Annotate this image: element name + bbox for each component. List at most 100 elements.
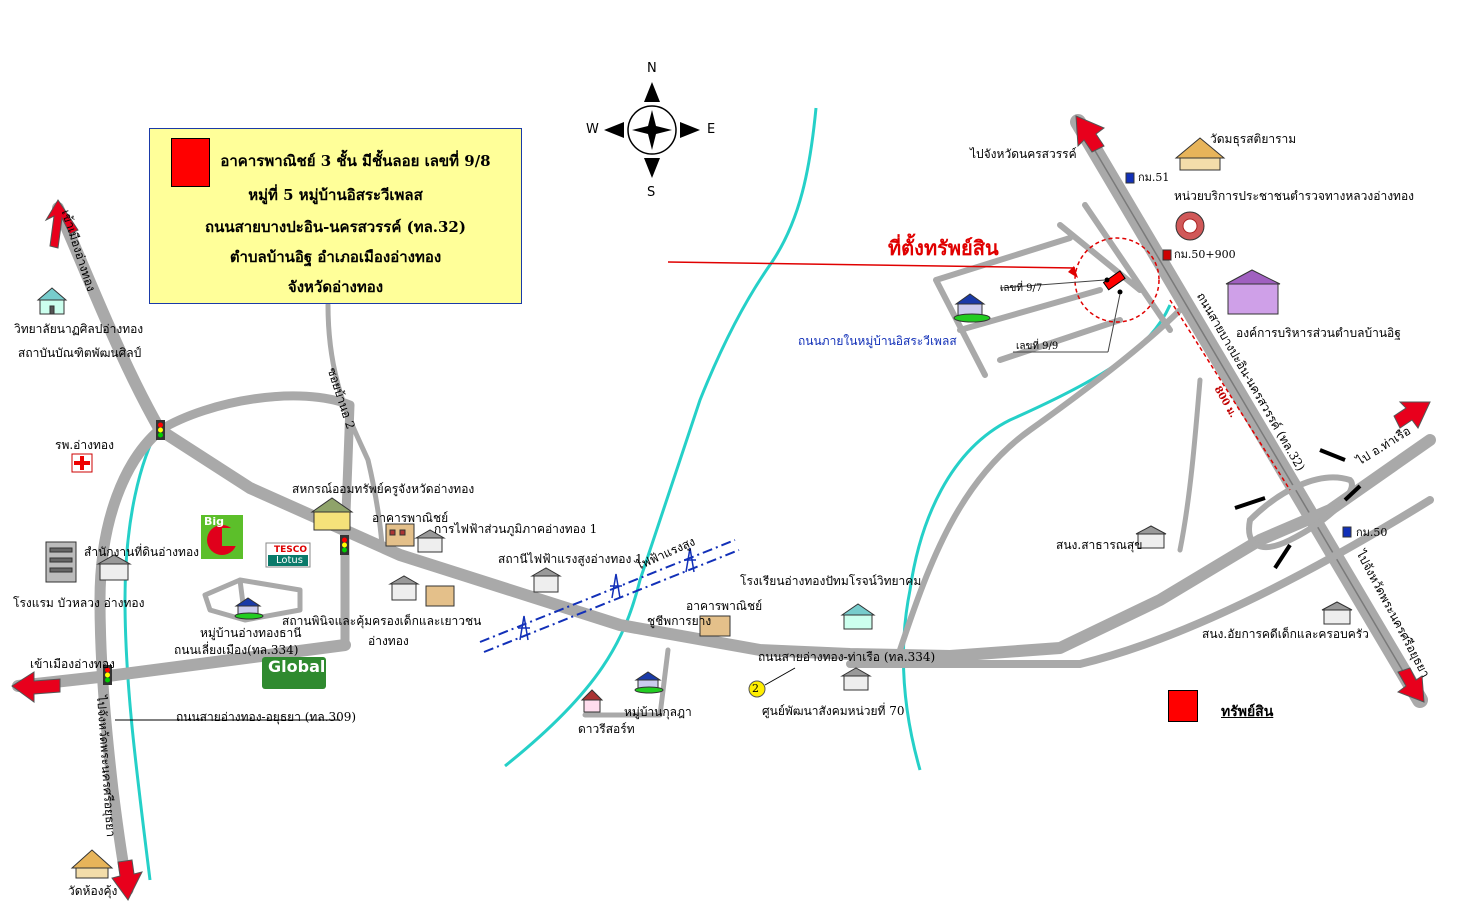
traffic-light-icon (103, 420, 349, 685)
info-line-5: จังหวัดอ่างทอง (287, 278, 384, 296)
pointer-line (667, 261, 1076, 269)
lotus-text: Lotus (276, 555, 303, 566)
hospital-icon (71, 453, 93, 473)
village3-house-icon (634, 671, 664, 694)
global-house-logo (262, 657, 326, 689)
label-chipkan: ชูชีพการยาง (647, 614, 712, 628)
road-334 (102, 424, 1436, 682)
label-college: วิทยาลัยนาฏศิลปอ่างทอง (14, 322, 144, 336)
compass-west: W (586, 122, 599, 137)
label-hospital: รพ.อ่างทอง (55, 438, 114, 452)
coop-building-icon (310, 497, 354, 531)
label-road-334: ถนนสายอ่างทอง-ท่าเรือ (ทล.334) (758, 650, 936, 664)
road-to-village (897, 307, 1183, 653)
compass-east: E (707, 122, 716, 137)
property-info-box: อาคารพาณิชย์ 3 ชั้น มีชั้นลอย เลขที่ 9/8… (149, 128, 522, 304)
label-coop: สหกรณ์ออมทรัพย์ครูจังหวัดอ่างทอง (292, 482, 475, 496)
shop2-building-icon (425, 585, 455, 607)
label-child-center-2: อ่างทอง (368, 634, 409, 648)
label-km50: กม.50 (1356, 526, 1388, 539)
marker-2-icon (748, 680, 766, 698)
label-hotel: โรงแรม บัวหลวง อ่างทอง (13, 596, 145, 610)
hotel-building-icon (45, 541, 77, 583)
label-bypass: ถนนเลี่ยงเมือง(ทล.334) (174, 643, 299, 657)
global-text: Global (268, 657, 326, 676)
shop-building-icon (385, 523, 415, 547)
commercial2-building-icon (699, 615, 731, 637)
office-building-icon (96, 554, 132, 581)
temple2-icon (70, 849, 114, 879)
dev-center-building-icon (840, 667, 872, 691)
village-house-icon (953, 293, 991, 323)
compass-south: S (647, 185, 656, 200)
label-village-kul: หมู่บ้านกุลฎา (624, 705, 692, 719)
arrow-ne (1393, 401, 1431, 429)
label-land-office: สำนักงานที่ดินอ่างทอง (84, 545, 200, 559)
tesco-text: TESCO (274, 545, 308, 555)
label-wat-thamma: วัดมธุรสติยาราม (1210, 132, 1297, 146)
college-building-icon (36, 287, 68, 315)
property-marker (1102, 270, 1126, 291)
prosecutor-building-icon (1321, 601, 1353, 625)
label-no-9-9: เลขที่ 9/9 (1016, 341, 1059, 352)
label-public-health: สนง.สาธารณสุข (1056, 538, 1143, 552)
label-dev-center: ศูนย์พัฒนาสังคมหน่วยที่ 70 (762, 704, 905, 718)
arrow-n (1075, 115, 1105, 153)
health-building-icon (1135, 525, 1167, 549)
road-soi2 (325, 302, 385, 548)
property-circle (1074, 237, 1160, 323)
label-no-9-7: เลขที่ 9/7 (1000, 283, 1043, 294)
label-to-nakhonsawan: ไปจังหวัดนครสวรรค์ (970, 147, 1077, 161)
label-sao: องค์การบริหารส่วนตำบลบ้านอิฐ (1236, 326, 1401, 340)
substation-building-icon (530, 567, 562, 593)
label-pea: การไฟฟ้าส่วนภูมิภาคอ่างทอง 1 (434, 522, 598, 536)
property-color-square (171, 138, 210, 187)
label-institute: สถาบันบัณฑิตพัฒนศิลป์ (18, 346, 142, 360)
big-c-logo (201, 515, 243, 559)
power-tower-icon (518, 547, 696, 641)
label-school: โรงเรียนอ่างทองปัทมโรจน์วิทยาคม (740, 574, 922, 588)
label-child-center-1: สถานพินิจและคุ้มครองเด็กและเยาวชน (282, 614, 482, 628)
child-center-building-icon (388, 575, 420, 601)
label-km51: กม.51 (1138, 171, 1170, 184)
label-police: หน่วยบริการประชาชนตำรวจทางหลวงอ่างทอง (1174, 189, 1415, 203)
info-line-4: ตำบลบ้านอิฐ อำเภอเมืองอ่างทอง (229, 248, 442, 266)
interchange (1246, 474, 1355, 551)
km-post-icon (1125, 172, 1352, 538)
label-km50-900: กม.50+900 (1174, 248, 1236, 261)
arrow-se (1396, 667, 1425, 703)
river-west (123, 424, 162, 881)
label-village-thani: หมู่บ้านอ่างทองธานี (200, 626, 302, 640)
temple-icon (1174, 137, 1226, 171)
label-commercial-1: อาคารพาณิชย์ (372, 511, 449, 525)
arrow-sw (111, 859, 143, 901)
road-se-branch (1177, 377, 1203, 553)
river-central (504, 107, 818, 768)
pea-building-icon (414, 529, 446, 553)
info-line-1: อาคารพาณิชย์ 3 ชั้น มีชั้นลอย เลขที่ 9/8 (220, 152, 491, 170)
label-road-309: ถนนสายอ่างทอง-อยุธยา (ทล.309) (176, 710, 357, 724)
direction-arrows (11, 115, 1431, 901)
label-substation: สถานีไฟฟ้าแรงสูงอ่างทอง 1 (498, 552, 643, 566)
school-building-icon (840, 603, 876, 630)
big-c-text: Big (204, 515, 225, 528)
legend-label: ทรัพย์สิน (1221, 704, 1274, 720)
sao-building-icon (1225, 269, 1281, 315)
village2-house-icon (234, 597, 264, 620)
label-dawee: ดาวรีสอร์ท (578, 722, 635, 736)
arrow-w (11, 671, 61, 703)
road-village (933, 202, 1173, 378)
distance-line (1169, 299, 1291, 491)
compass-north: N (647, 61, 657, 76)
info-line-2: หมู่ที่ 5 หมู่บ้านอิสระวีเพลส (248, 186, 423, 204)
label-commercial-2: อาคารพาณิชย์ (686, 599, 763, 613)
road-334-east (846, 496, 1434, 668)
label-wat-hongkung: วัดห้องคุ้ง (68, 884, 118, 898)
label-to-angthong-w: เข้าเมืองอ่างทอง (30, 657, 115, 671)
road-ring-top (155, 391, 355, 545)
location-title: ที่ตั้งทรัพย์สิน (888, 236, 999, 260)
interchange-bridges (1234, 448, 1362, 570)
arrow-nw (44, 199, 79, 249)
